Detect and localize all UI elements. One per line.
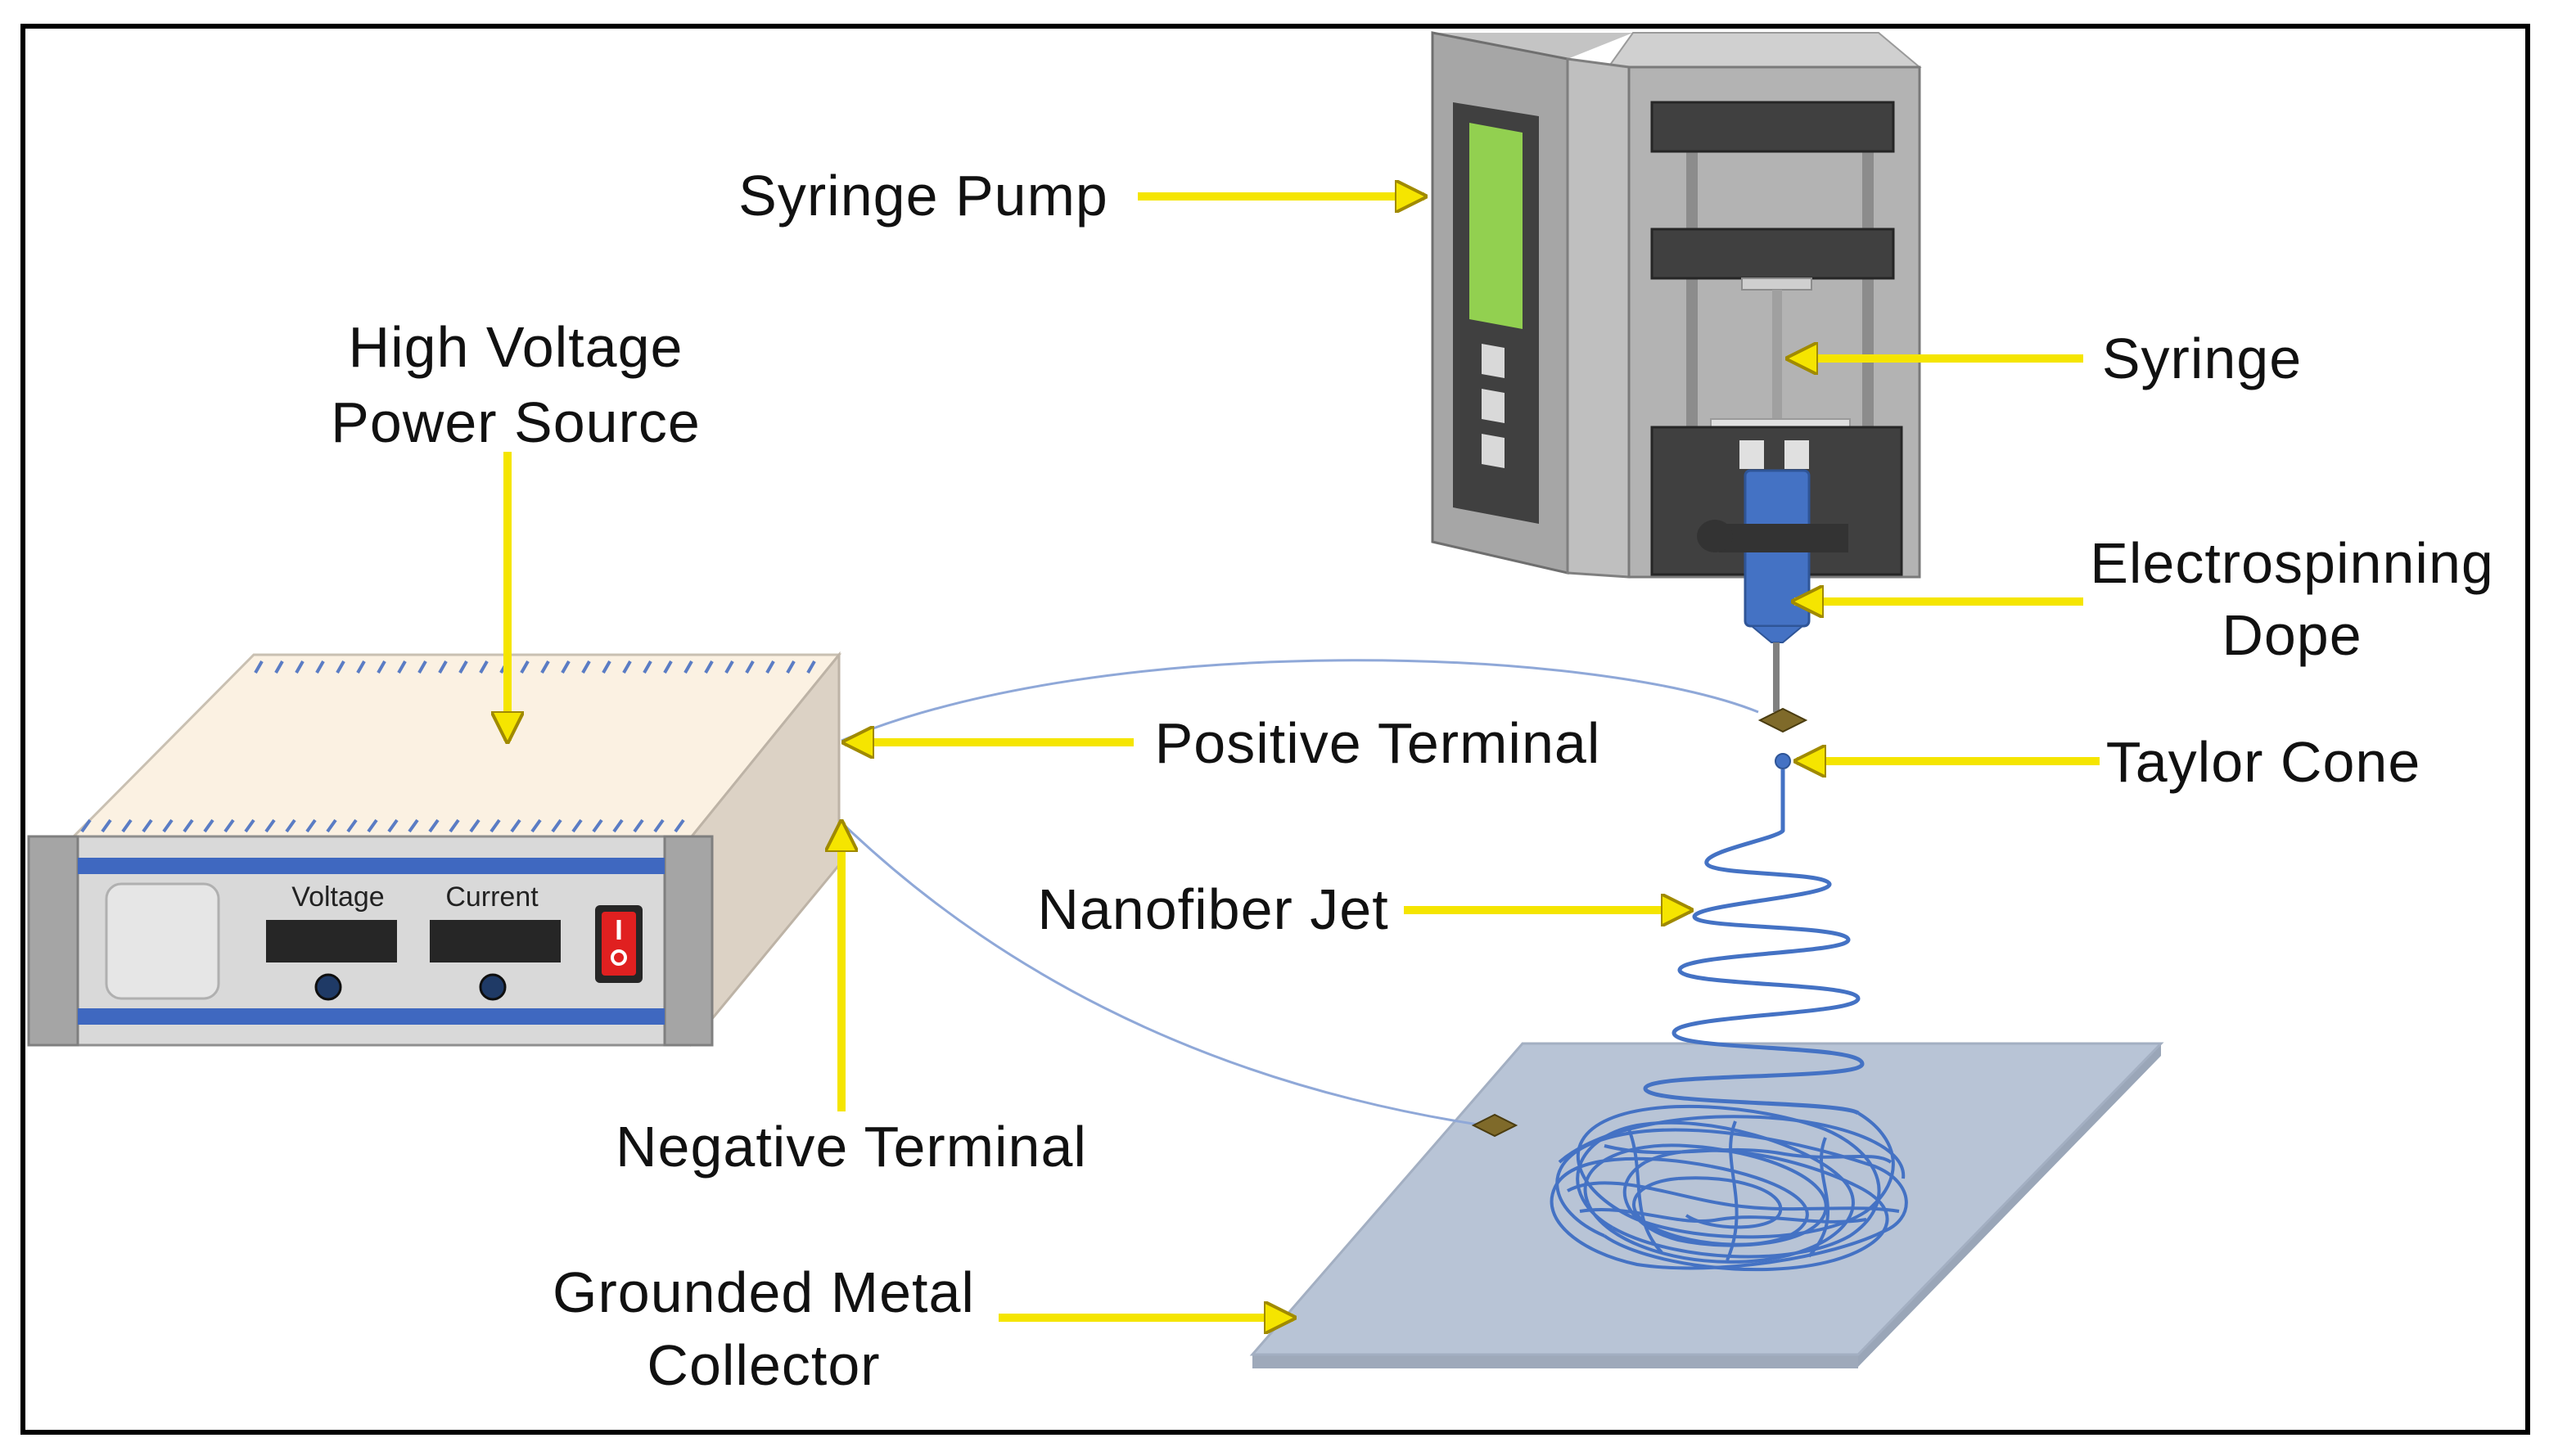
taylor-cone	[1775, 753, 1791, 769]
syringe-plunger-head	[1741, 277, 1812, 291]
syringe-needle	[1773, 642, 1780, 712]
label-negative-terminal: Negative Terminal	[616, 1115, 1087, 1179]
callout-arrows	[508, 196, 2100, 1318]
label-positive-terminal: Positive Terminal	[1155, 711, 1601, 775]
current-knob[interactable]	[479, 973, 507, 1001]
label-nanofiber-jet: Nanofiber Jet	[1037, 877, 1388, 941]
label-high-voltage-2: Power Source	[331, 390, 701, 454]
pump-button-2[interactable]	[1482, 389, 1505, 423]
current-display	[430, 920, 561, 962]
terminal-clip-icon	[1471, 1113, 1518, 1138]
pump-button-3[interactable]	[1482, 434, 1505, 468]
label-high-voltage-1: High Voltage	[349, 315, 683, 379]
label-syringe: Syringe	[2102, 327, 2302, 390]
label-electrospinning-1: Electrospinning	[2090, 531, 2494, 595]
voltage-display	[266, 920, 397, 962]
nanofiber-jet	[1643, 769, 1865, 1116]
negative-wire	[840, 821, 1484, 1127]
syringe	[1772, 290, 1782, 429]
label-taylor-cone: Taylor Cone	[2106, 730, 2421, 794]
pump-button-1[interactable]	[1482, 344, 1505, 378]
voltage-knob[interactable]	[314, 973, 342, 1001]
current-label: Current	[445, 881, 539, 913]
voltage-label: Voltage	[291, 881, 384, 913]
panel-display-window	[105, 882, 220, 1000]
pump-screen	[1469, 123, 1523, 329]
power-switch-icon[interactable]	[595, 905, 643, 983]
label-collector-2: Collector	[647, 1333, 880, 1397]
terminal-clip-icon	[1757, 707, 1808, 733]
positive-wire	[841, 659, 1759, 742]
label-collector-1: Grounded Metal	[553, 1260, 975, 1324]
label-syringe-pump: Syringe Pump	[738, 164, 1108, 228]
label-electrospinning-2: Dope	[2222, 603, 2362, 667]
nanofiber-mat	[1550, 1104, 1908, 1272]
power-source: Voltage Current	[27, 651, 842, 1048]
